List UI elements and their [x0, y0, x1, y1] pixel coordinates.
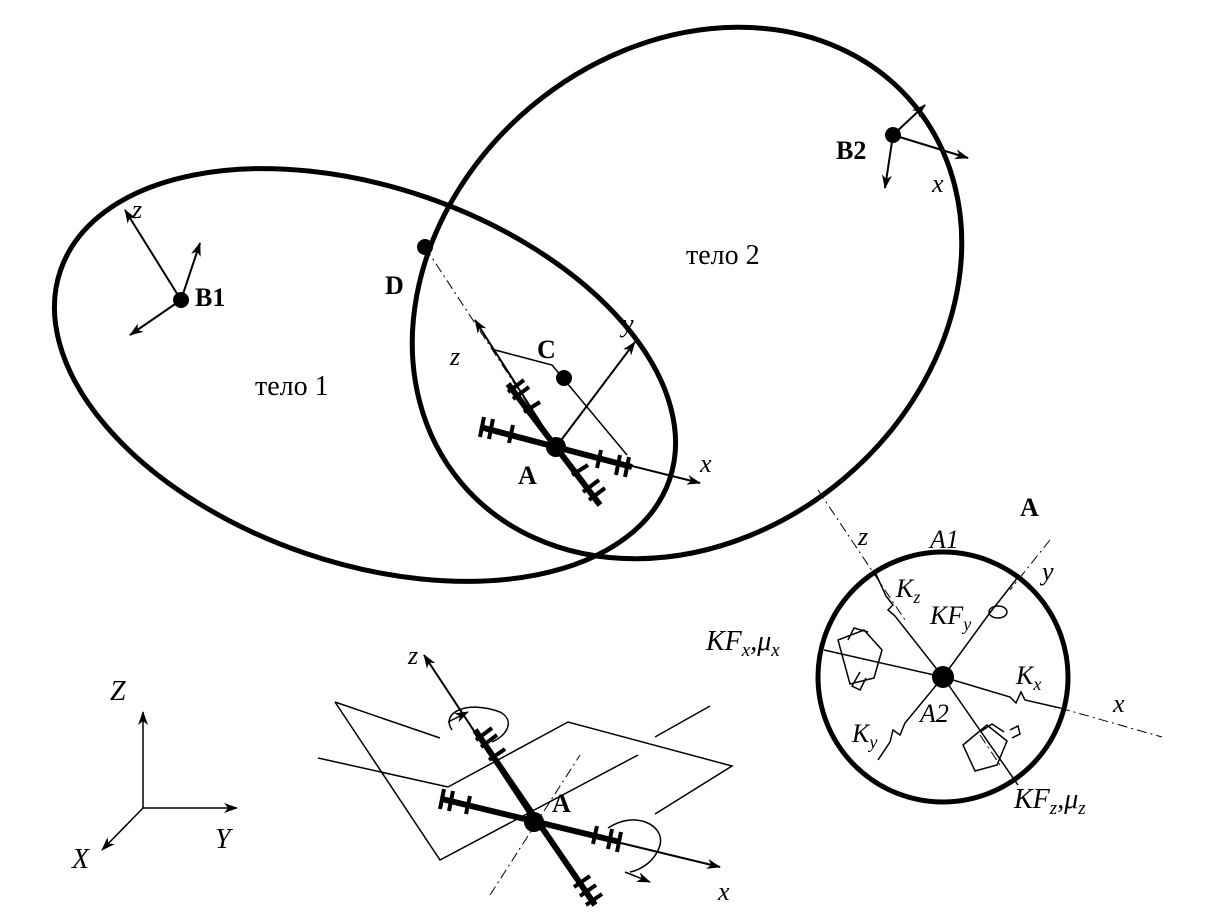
detail-y-label: y [1039, 557, 1054, 586]
ky-label: Ky [851, 719, 877, 752]
joint-a-frame [474, 319, 701, 507]
detail-axes [817, 489, 1163, 786]
bottom-joint-axes [423, 654, 721, 907]
b2-x-label: x [931, 169, 944, 198]
bottom-a-label: A [552, 789, 571, 818]
joint-a-x-label: x [699, 449, 712, 478]
b2-label: B2 [836, 136, 866, 165]
b1-z-label: z [131, 195, 142, 224]
detail-a2-label: A2 [918, 699, 949, 728]
body-2-outline [409, 24, 965, 562]
d-label: D [385, 271, 404, 300]
bottom-joint-planes [317, 701, 734, 861]
detail-circle [815, 549, 1071, 805]
c-label: C [537, 335, 556, 364]
frame-b1 [124, 209, 201, 336]
b1-label: B1 [195, 283, 225, 312]
detail-a-label: A [1020, 493, 1039, 522]
joint-a-z-label: z [449, 342, 460, 371]
detail-x-label: x [1112, 689, 1125, 718]
global-y-label: Y [215, 824, 234, 855]
kz-label: Kz [895, 574, 920, 607]
joint-a-y-label: y [619, 309, 634, 338]
joint-a-label: A [518, 461, 537, 490]
global-frame [101, 711, 238, 851]
bottom-z-label: z [407, 641, 418, 670]
global-x-label: X [71, 844, 90, 875]
kfz-muz-label: KFz,μz [1013, 784, 1086, 819]
kfy-label: KFy [929, 601, 971, 634]
point-d [417, 239, 433, 255]
detail-a1-label: A1 [928, 525, 959, 554]
body-1-label: тело 1 [255, 371, 329, 402]
body-1-outline [51, 166, 679, 584]
global-z-label: Z [110, 676, 126, 707]
kfx-mux-label: KFx,μx [705, 626, 780, 661]
body-2-label: тело 2 [686, 240, 760, 271]
c-projection-lines [494, 349, 628, 456]
bottom-x-label: x [717, 877, 730, 906]
kx-label: Kx [1015, 661, 1041, 694]
detail-z-label: z [857, 522, 868, 551]
point-c [556, 370, 572, 386]
frame-b2 [881, 104, 969, 189]
